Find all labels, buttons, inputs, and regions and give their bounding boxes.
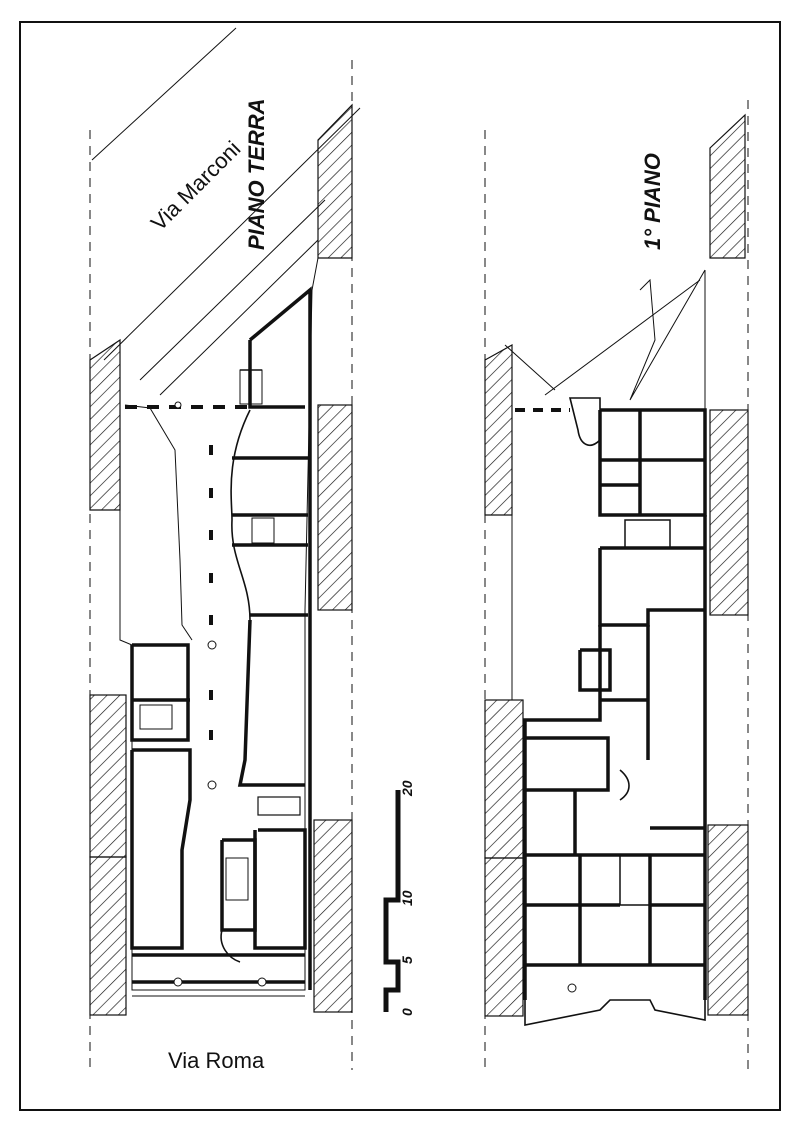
room (525, 736, 610, 792)
column (173, 977, 183, 987)
staircase (239, 369, 263, 405)
scale-bar: 0 5 10 20 (383, 780, 415, 1016)
courtyard-edge (124, 404, 193, 641)
street-edge-3 (139, 199, 326, 381)
column (174, 401, 182, 409)
neighbour-building (317, 404, 353, 611)
staircase (251, 517, 275, 544)
column (567, 983, 577, 993)
first-floor-plan: 1° PIANO (484, 100, 749, 1070)
neighbour-building (707, 824, 749, 1016)
neighbour-building (484, 699, 524, 859)
balcony (568, 397, 601, 446)
neighbour-building (709, 113, 746, 259)
right-block-inner (248, 340, 305, 409)
column (207, 780, 217, 790)
staircase (225, 857, 249, 901)
ground-floor-plan: Via Marconi PIANO TERRA (89, 27, 361, 1070)
staircase (139, 704, 173, 730)
scale-tick-10: 10 (399, 890, 415, 906)
flat-walls (598, 548, 705, 627)
scale-tick-0: 0 (399, 1008, 415, 1016)
neighbour-building (313, 819, 353, 1013)
flat-walls (598, 408, 707, 517)
page-border (19, 21, 781, 1111)
room (578, 648, 612, 692)
pillar (209, 445, 213, 455)
street-edge-4 (159, 239, 319, 396)
counter (257, 796, 301, 816)
bottom-facade (524, 999, 706, 1026)
floor-label-primo-piano: 1° PIANO (640, 153, 665, 250)
stair-block (220, 838, 257, 932)
lower-right-walls (253, 828, 307, 950)
street-edge-2 (103, 107, 361, 361)
pillar (209, 615, 213, 625)
column (257, 977, 267, 987)
street-label-via-roma: Via Roma (168, 1048, 265, 1073)
pillar (209, 573, 213, 583)
floor-label-piano-terra: PIANO TERRA (244, 98, 269, 250)
neighbour-building (317, 103, 353, 259)
roof-outline (629, 269, 706, 401)
left-block-walls (130, 643, 190, 742)
roof-edge (544, 279, 701, 396)
shop-wall (237, 619, 305, 787)
shop-left (130, 748, 192, 950)
pillar (209, 488, 213, 498)
neighbour-building (484, 343, 513, 516)
neighbour-building (709, 409, 749, 616)
stair-curve (619, 769, 630, 801)
street-label-via-marconi: Via Marconi (146, 136, 246, 236)
street-edge-1 (91, 27, 237, 161)
neighbour-building (484, 857, 524, 1017)
scale-tick-20: 20 (399, 780, 415, 797)
roof-edge (504, 344, 556, 391)
scale-bar-shape (383, 790, 401, 1012)
neighbour-building (89, 338, 121, 511)
curved-wall (220, 929, 241, 963)
site-outline (119, 257, 319, 991)
flat-walls (523, 625, 602, 1000)
pillar (209, 690, 213, 700)
pillar (209, 530, 213, 540)
scale-tick-5: 5 (399, 956, 415, 964)
staircase (619, 854, 651, 906)
column (207, 640, 217, 650)
curved-facade (230, 409, 251, 621)
pillar (209, 730, 213, 740)
neighbour-building (89, 694, 127, 858)
right-block-walls (248, 286, 312, 990)
staircase (624, 519, 671, 549)
neighbour-building (89, 856, 127, 1016)
